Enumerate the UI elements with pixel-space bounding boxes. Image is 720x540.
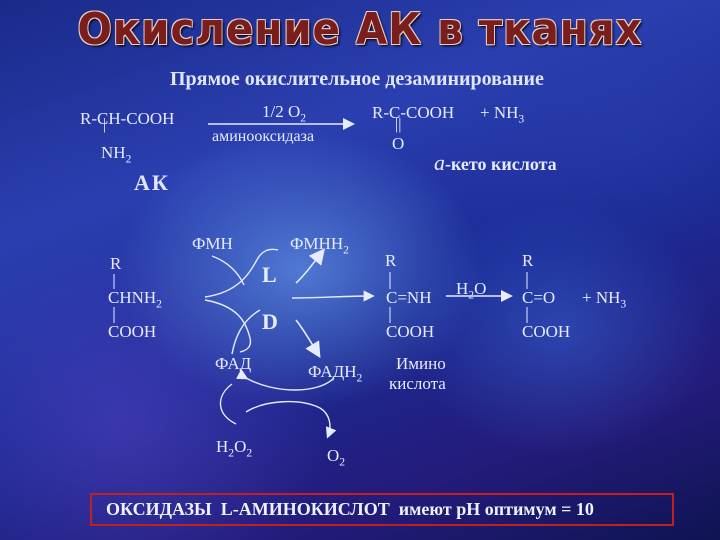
- ammonia-product: + NH3: [480, 103, 525, 126]
- water-label: H2O: [456, 279, 487, 302]
- left-cooh: COOH: [108, 322, 157, 341]
- slide-title: Окисление АК в тканях: [77, 4, 643, 55]
- imino-c-nh: C=NH: [386, 288, 432, 307]
- keto-cooh: COOH: [522, 322, 571, 341]
- regeneration-arc-left: [219, 383, 237, 425]
- fadh2-label: ФАДН2: [308, 362, 363, 385]
- reactant-bond: |: [103, 116, 107, 133]
- left-r-group: R: [110, 254, 122, 273]
- product-formula: R-C-COOH: [372, 103, 455, 122]
- l-path-curve: [204, 248, 279, 298]
- double-bond: ||: [395, 116, 402, 133]
- keto-acid-label: a-кето кислота: [434, 150, 557, 175]
- fmn-label: ФМН: [192, 234, 233, 253]
- amino-acid-label: АК: [134, 170, 170, 195]
- imino-acid-label-1: Имино: [396, 354, 446, 373]
- imino-r-group: R: [385, 251, 397, 270]
- oxo-group: O: [392, 134, 405, 153]
- imino-acid-label-2: кислота: [389, 374, 446, 393]
- fmn-to-l-curve: [211, 255, 245, 286]
- d-isomer-label: D: [262, 309, 278, 334]
- left-chnh2: CHNH2: [108, 288, 162, 311]
- regeneration-cycle-bottom: [245, 400, 337, 439]
- oxygen-cofactor: 1/2 O2: [262, 102, 307, 125]
- d-to-fadh2-arrow: [295, 319, 321, 359]
- regeneration-cycle-top: [235, 369, 335, 391]
- subtitle: Прямое окислительное дезаминирование: [170, 68, 544, 90]
- enzyme-label: аминооксидаза: [212, 128, 315, 145]
- l-to-fmnh2-arrow: [295, 248, 325, 284]
- footer-oxidases: ОКСИДАЗЫ L-АМИНОКИСЛОТ: [106, 499, 390, 519]
- o2-label: O2: [327, 446, 346, 469]
- keto-ammonia: + NH3: [582, 288, 627, 311]
- keto-c-o: C=O: [522, 288, 556, 307]
- imino-cooh: COOH: [386, 322, 435, 341]
- reactant-amino-group: NH2: [101, 143, 132, 166]
- d-path-curve: [204, 299, 252, 353]
- l-isomer-label: L: [262, 262, 277, 287]
- fmnh2-label: ФМНН2: [290, 234, 349, 257]
- reactant-formula: R-CH-COOH: [80, 109, 175, 128]
- keto-r-group: R: [522, 251, 534, 270]
- l-to-imino-arrow: [291, 290, 375, 302]
- footer-note: ОКСИДАЗЫ L-АМИНОКИСЛОТ имеют рН оптимум …: [90, 493, 674, 526]
- fad-label: ФАД: [215, 354, 252, 373]
- h2o2-label: H2O2: [216, 437, 253, 460]
- footer-ph-optimum: имеют рН оптимум = 10: [389, 499, 594, 519]
- fad-curve: [231, 309, 261, 355]
